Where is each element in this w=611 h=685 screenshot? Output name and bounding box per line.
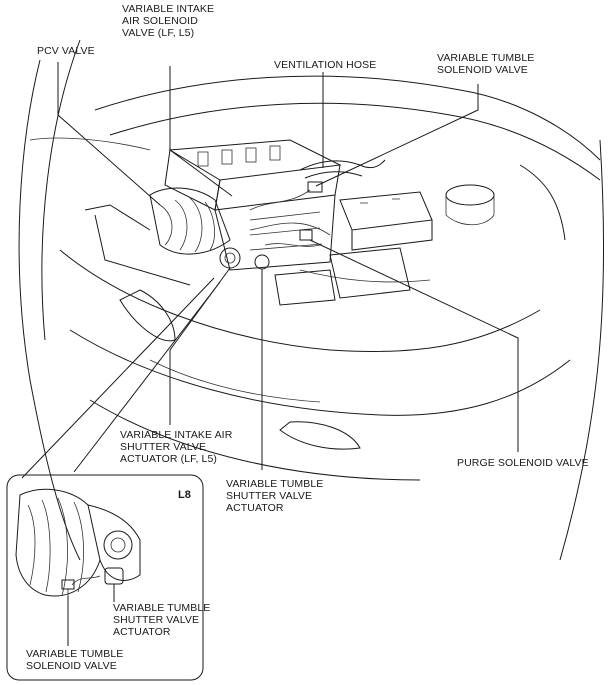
label-inset-variable-tumble-shutter-actuator: VARIABLE TUMBLE SHUTTER VALVE ACTUATOR [113,602,211,638]
vehicle-body [18,39,605,561]
inset-box [6,474,204,681]
label-variable-intake-air-shutter-actuator: VARIABLE INTAKE AIR SHUTTER VALVE ACTUAT… [120,429,233,465]
inset-tag-l8: L8 [178,489,191,501]
label-variable-tumble-shutter-actuator-main: VARIABLE TUMBLE SHUTTER VALVE ACTUATOR [226,478,324,514]
label-variable-intake-air-solenoid-valve: VARIABLE INTAKE AIR SOLENOID VALVE (LF, … [122,3,215,39]
leader-lines [21,62,519,479]
label-purge-solenoid-valve: PURGE SOLENOID VALVE [457,457,589,469]
label-variable-tumble-solenoid-valve-top: VARIABLE TUMBLE SOLENOID VALVE [437,52,535,76]
label-pcv-valve: PCV VALVE [37,45,95,57]
engine-assembly [149,139,433,306]
label-inset-variable-tumble-solenoid-valve: VARIABLE TUMBLE SOLENOID VALVE [26,648,124,672]
label-ventilation-hose: VENTILATION HOSE [274,59,377,71]
